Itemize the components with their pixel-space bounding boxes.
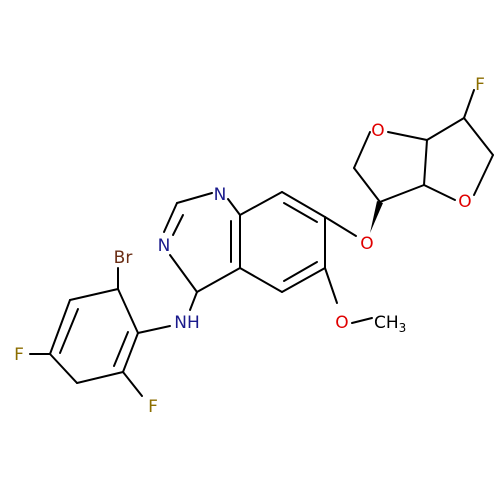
bond-c3-c4prime-double — [59, 308, 79, 354]
bond-nh-c1prime — [137, 325, 171, 334]
bond-c2-n3-double — [172, 214, 184, 236]
bond-c6a-c3a — [423, 139, 428, 186]
bond-o4-c3a — [423, 184, 456, 201]
atom-o-thf-upper: O — [371, 121, 384, 141]
bond-c4-nh — [189, 291, 198, 311]
bond-o-ch3 — [351, 317, 373, 324]
bond-c2-c3prime — [69, 288, 119, 301]
bond-c2-o1 — [353, 131, 371, 169]
bond-c4-c4a — [196, 267, 241, 293]
atom-nh: NH — [174, 313, 200, 333]
atom-o-thf-lower: O — [458, 192, 471, 212]
bond-c6-c1prime-double — [113, 331, 129, 367]
bond-c5-c4a — [239, 267, 283, 293]
atom-f-top: F — [475, 75, 485, 95]
bonds — [29, 89, 494, 397]
bond-c6-f — [463, 89, 475, 119]
atom-n1: N — [214, 185, 227, 205]
bond-c8a-c8 — [239, 191, 283, 216]
bond-c3-c2 — [353, 167, 381, 203]
bond-c5-c6prime — [76, 371, 124, 384]
bond-c8-c7-double — [283, 202, 318, 223]
bond-c6-c5 — [281, 267, 326, 293]
bond-c6-o-methoxy — [324, 267, 338, 304]
atom-ch3-main: CH — [374, 313, 399, 333]
atom-ch3: CH3 — [374, 313, 406, 335]
atom-o-methoxy: O — [335, 313, 348, 333]
bond-c3-c4prime — [49, 299, 71, 355]
bond-c1-c2prime — [117, 288, 139, 334]
bond-c6-c5 — [463, 117, 494, 156]
bond-c3a-c3 — [379, 184, 425, 203]
atom-o-ether: O — [360, 234, 373, 254]
bond-c8a-n1 — [227, 198, 241, 216]
atom-br: Br — [114, 248, 133, 268]
atom-f-para: F — [14, 345, 24, 365]
bond-n1-c2 — [176, 192, 213, 204]
bond-c6-c1prime — [122, 332, 139, 373]
bond-c2-n3 — [163, 202, 178, 233]
atom-f-ortho: F — [148, 397, 158, 417]
bond-o-c3-hashed — [370, 201, 383, 233]
bond-c5-o4 — [473, 154, 494, 196]
atom-ch3-subscript: 3 — [399, 321, 407, 335]
bond-c6a-c6 — [426, 117, 465, 141]
bond-c6-f — [122, 371, 143, 397]
atom-n3: N — [158, 236, 171, 256]
bond-c6-c5-double — [283, 261, 318, 282]
bond-c4-c5prime — [49, 353, 78, 384]
atom-labels: F O O O O CH3 N N NH Br F F — [14, 75, 485, 417]
bond-c8-c7 — [281, 191, 326, 218]
bond-c7-o-ether — [324, 216, 357, 237]
bond-o1-c6a — [387, 131, 428, 141]
bond-n3-c4 — [169, 254, 198, 293]
